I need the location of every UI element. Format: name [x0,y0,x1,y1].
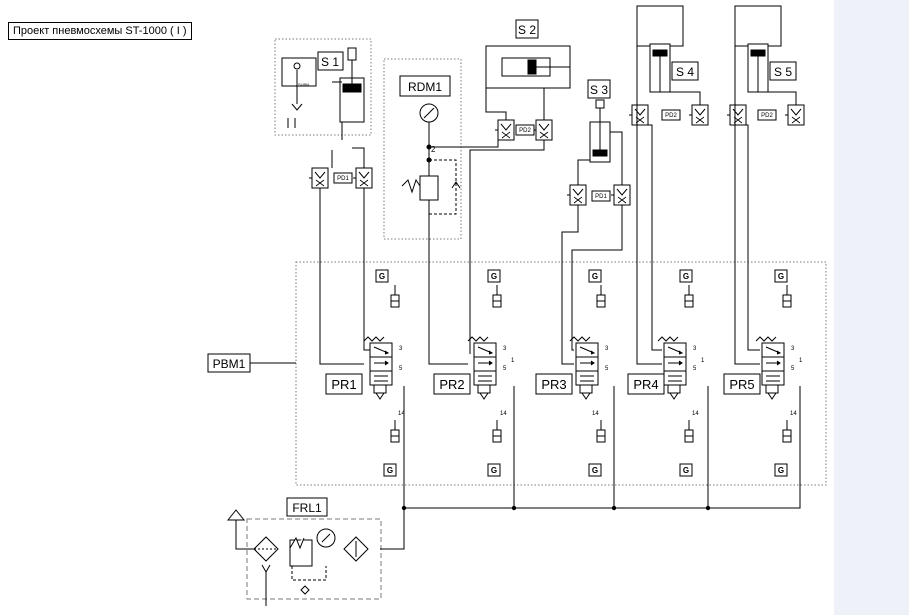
pr3-port-14: 14 [592,411,599,417]
g-tag-4-top: G [683,272,689,281]
label-s5: S 5 [774,65,792,79]
s1-enclosure [274,38,372,136]
pd1-s3: PD1 [595,194,607,200]
enclosures [246,38,827,600]
pd2-s4: PD2 [665,113,677,119]
pr5-port-1: 1 [799,358,803,364]
label-s4: S 4 [676,65,694,79]
label-pr3: PR3 [541,377,566,392]
rdm1-regulator [401,103,461,220]
pr4-port-3: 3 [693,346,697,352]
diagram-title: Проект пневмосхемы ST-1000 ( I ) [8,22,192,40]
label-pr5: PR5 [729,377,754,392]
pr2-port-14: 14 [500,411,507,417]
s5-cylinder [734,5,782,93]
pr2-port-5: 5 [503,366,507,372]
pd1-s1: PD1 [337,176,349,182]
g-tag-2-top: G [491,272,497,281]
pd2-s2: PD2 [519,128,531,134]
g-tag-5-bottom: G [778,466,784,475]
s3-cylinder [589,99,611,163]
gauge-tags: G G G G G G G G G G [375,269,788,477]
pr2-port-1: 1 [511,358,515,364]
pbm1-enclosure [295,261,827,486]
pr4-port-1: 1 [701,358,705,364]
pr5-port-3: 3 [791,346,795,352]
g-tag-2-bottom: G [491,466,497,475]
pd-modules: PD1 PD2 PD1 PD2 PD2 [333,109,777,202]
s1-cylinder [332,47,365,123]
pr3-port-5: 5 [605,366,609,372]
label-pr1: PR1 [331,377,356,392]
junction-dots [401,505,711,511]
label-frl1: FRL1 [292,501,322,515]
pr3-port-3: 3 [605,346,609,352]
valve-labels: PR1 PR2 PR3 PR4 PR5 [325,373,761,395]
label-rdm1: RDM1 [408,80,442,94]
pd2-s5: PD2 [761,113,773,119]
pr1-port-3: 3 [399,346,403,352]
g-tag-1-bottom: G [387,466,393,475]
s2-cylinder [485,45,571,89]
pr4-port-5: 5 [693,366,697,372]
label-s3: S 3 [590,83,608,97]
rdm1-enclosure [383,58,462,240]
frl1-unit [226,509,369,606]
label-pr4: PR4 [633,377,658,392]
label-pr2: PR2 [439,377,464,392]
port-numbers: 3 5 14 3 1 5 14 3 5 14 3 1 5 14 3 1 5 14 [398,346,803,417]
g-tag-3-top: G [592,272,598,281]
g-tag-5-top: G [778,272,784,281]
label-s1: S 1 [321,55,339,69]
frl1-enclosure [246,518,382,600]
pr4-port-14: 14 [692,411,699,417]
piping [235,6,801,550]
s1-sensor-label: SUBN [298,82,309,87]
label-s2: S 2 [518,23,536,37]
pr1-port-5: 5 [399,366,403,372]
pr5-port-14: 14 [790,411,797,417]
s1-sensor-block [281,57,317,128]
pr5-port-5: 5 [791,366,795,372]
pr1-port-14: 14 [398,411,405,417]
pr2-port-3: 3 [503,346,507,352]
s4-cylinder [636,5,684,93]
valves [363,284,792,443]
side-panel [834,0,909,615]
g-tag-4-bottom: G [683,466,689,475]
label-pbm1: PBM1 [213,357,246,371]
rdm1-port-2: 2 [431,145,436,154]
g-tag-3-bottom: G [592,466,598,475]
g-tag-1-top: G [379,272,385,281]
check-valves [308,104,805,206]
